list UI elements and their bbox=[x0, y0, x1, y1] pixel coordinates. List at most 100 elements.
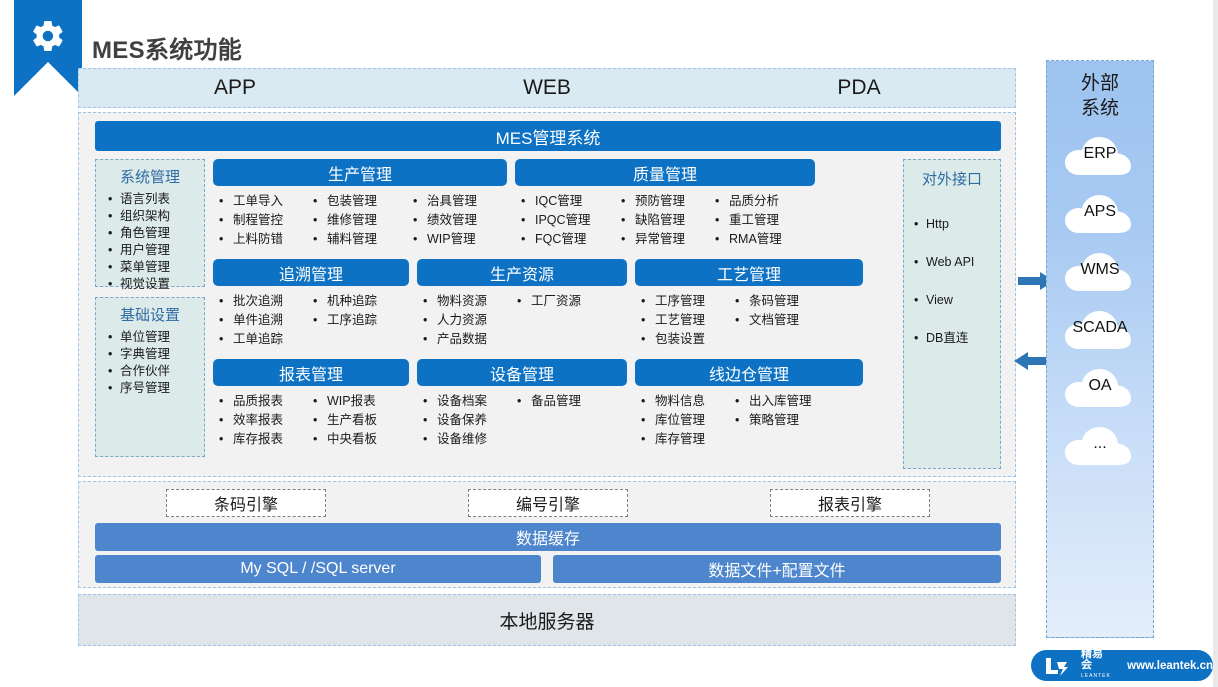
list-item[interactable]: 人力资源 bbox=[421, 311, 511, 330]
list-item[interactable]: 视觉设置 bbox=[100, 276, 200, 293]
module-quality-management[interactable]: 质量管理 IQC管理 IPQC管理 FQC管理 预防管理 缺陷管理 异常管理 bbox=[515, 159, 815, 249]
list-item[interactable]: DB直连 bbox=[908, 319, 996, 357]
list-item[interactable]: 物料信息 bbox=[639, 392, 729, 411]
list-item[interactable]: 批次追溯 bbox=[217, 292, 307, 311]
module-report-management[interactable]: 报表管理 品质报表 效率报表 库存报表 WIP报表 生产看板 中央看板 bbox=[213, 359, 409, 449]
list-item[interactable]: 工序追踪 bbox=[311, 311, 401, 330]
list-item[interactable]: 工艺管理 bbox=[639, 311, 729, 330]
side-list-basic: 单位管理 字典管理 合作伙伴 序号管理 bbox=[100, 329, 200, 397]
list-item[interactable]: 合作伙伴 bbox=[100, 363, 200, 380]
channel-pda[interactable]: PDA bbox=[837, 76, 881, 99]
list-item[interactable]: 预防管理 bbox=[619, 192, 709, 211]
list-item[interactable]: IQC管理 bbox=[519, 192, 615, 211]
list-item[interactable]: WIP管理 bbox=[411, 230, 501, 249]
list-item[interactable]: 缺陷管理 bbox=[619, 211, 709, 230]
list-item[interactable]: 制程管控 bbox=[217, 211, 307, 230]
list-item[interactable]: 重工管理 bbox=[713, 211, 809, 230]
leantek-brand-sub: LEANTEK bbox=[1081, 673, 1111, 679]
list-item[interactable]: 辅料管理 bbox=[311, 230, 407, 249]
list-item[interactable]: 设备档案 bbox=[421, 392, 511, 411]
list-item[interactable]: 物料资源 bbox=[421, 292, 511, 311]
list-item[interactable]: 语言列表 bbox=[100, 191, 200, 208]
list-item[interactable]: 用户管理 bbox=[100, 242, 200, 259]
list-item[interactable]: 工序管理 bbox=[639, 292, 729, 311]
engine-cell: 编号引擎 bbox=[397, 489, 699, 517]
cloud-icon bbox=[1065, 253, 1131, 291]
module-craft-management[interactable]: 工艺管理 工序管理 工艺管理 包装设置 条码管理 文档管理 bbox=[635, 259, 863, 349]
module-title-equipment: 设备管理 bbox=[417, 359, 627, 386]
list-item[interactable]: 效率报表 bbox=[217, 411, 307, 430]
list-item[interactable]: FQC管理 bbox=[519, 230, 615, 249]
list-item[interactable]: 条码管理 bbox=[733, 292, 823, 311]
list-item[interactable]: Web API bbox=[908, 243, 996, 281]
list-item[interactable]: WIP报表 bbox=[311, 392, 401, 411]
list-item[interactable]: 机种追踪 bbox=[311, 292, 401, 311]
list-item[interactable]: 工单追踪 bbox=[217, 330, 307, 349]
database-sql[interactable]: My SQL / /SQL server bbox=[95, 555, 541, 583]
list-item[interactable]: 库存管理 bbox=[639, 430, 729, 449]
cloud-label: WMS bbox=[1080, 261, 1120, 278]
list-item[interactable]: 品质报表 bbox=[217, 392, 307, 411]
list-item[interactable]: 包装设置 bbox=[639, 330, 729, 349]
list-item[interactable]: Http bbox=[908, 205, 996, 243]
module-production-management[interactable]: 生产管理 工单导入 制程管控 上料防错 包装管理 维修管理 辅料管理 bbox=[213, 159, 507, 249]
list-item[interactable]: 文档管理 bbox=[733, 311, 823, 330]
gear-icon bbox=[33, 21, 63, 51]
list-item[interactable]: 单件追溯 bbox=[217, 311, 307, 330]
list-item[interactable]: 上料防错 bbox=[217, 230, 307, 249]
list-item[interactable]: 工单导入 bbox=[217, 192, 307, 211]
list-item[interactable]: 出入库管理 bbox=[733, 392, 833, 411]
list-item[interactable]: IPQC管理 bbox=[519, 211, 615, 230]
list-item[interactable]: 设备保养 bbox=[421, 411, 511, 430]
module-equipment-management[interactable]: 设备管理 设备档案 设备保养 设备维修 备品管理 bbox=[417, 359, 627, 449]
list-item[interactable]: 产品数据 bbox=[421, 330, 511, 349]
list-item[interactable]: 备品管理 bbox=[515, 392, 605, 411]
module-trace-management[interactable]: 追溯管理 批次追溯 单件追溯 工单追踪 机种追踪 工序追踪 bbox=[213, 259, 409, 349]
list-item[interactable]: 角色管理 bbox=[100, 225, 200, 242]
left-side-column: 系统管理 语言列表 组织架构 角色管理 用户管理 菜单管理 视觉设置 基础设置 … bbox=[95, 159, 205, 469]
list-item[interactable]: View bbox=[908, 281, 996, 319]
side-box-system-management[interactable]: 系统管理 语言列表 组织架构 角色管理 用户管理 菜单管理 视觉设置 bbox=[95, 159, 205, 293]
list-item[interactable]: 异常管理 bbox=[619, 230, 709, 249]
list-item[interactable]: 维修管理 bbox=[311, 211, 407, 230]
local-server-bar: 本地服务器 bbox=[78, 594, 1016, 646]
engine-report[interactable]: 报表引擎 bbox=[770, 489, 930, 517]
list-item[interactable]: 包装管理 bbox=[311, 192, 407, 211]
list-item[interactable]: 生产看板 bbox=[311, 411, 401, 430]
side-list-system: 语言列表 组织架构 角色管理 用户管理 菜单管理 视觉设置 bbox=[100, 191, 200, 293]
cloud-wms[interactable]: WMS bbox=[1059, 247, 1141, 293]
list-item[interactable]: 策略管理 bbox=[733, 411, 833, 430]
cloud-more[interactable]: ... bbox=[1059, 421, 1141, 467]
channel-app[interactable]: APP bbox=[213, 76, 257, 99]
engine-barcode[interactable]: 条码引擎 bbox=[166, 489, 326, 517]
list-item[interactable]: 中央看板 bbox=[311, 430, 401, 449]
leantek-logo[interactable]: 精易会 LEANTEK www.leantek.cn bbox=[1031, 649, 1213, 681]
cloud-scada[interactable]: SCADA bbox=[1059, 305, 1141, 351]
cloud-erp[interactable]: ERP bbox=[1059, 131, 1141, 177]
cloud-oa[interactable]: OA bbox=[1059, 363, 1141, 409]
external-cloud-list: ERP APS WMS SCADA OA bbox=[1047, 131, 1153, 467]
list-item[interactable]: 工厂资源 bbox=[515, 292, 605, 311]
list-item[interactable]: 字典管理 bbox=[100, 346, 200, 363]
list-item[interactable]: 库位管理 bbox=[639, 411, 729, 430]
list-item[interactable]: 单位管理 bbox=[100, 329, 200, 346]
external-interface-box[interactable]: 对外接口 Http Web API View DB直连 bbox=[903, 159, 1001, 469]
side-box-basic-settings[interactable]: 基础设置 单位管理 字典管理 合作伙伴 序号管理 bbox=[95, 297, 205, 457]
module-production-resource[interactable]: 生产资源 物料资源 人力资源 产品数据 工厂资源 bbox=[417, 259, 627, 349]
list-item[interactable]: 库存报表 bbox=[217, 430, 307, 449]
list-item[interactable]: 品质分析 bbox=[713, 192, 809, 211]
database-files[interactable]: 数据文件+配置文件 bbox=[553, 555, 1001, 583]
list-item[interactable]: RMA管理 bbox=[713, 230, 809, 249]
cloud-aps[interactable]: APS bbox=[1059, 189, 1141, 235]
cloud-icon bbox=[1065, 311, 1131, 349]
list-item[interactable]: 菜单管理 bbox=[100, 259, 200, 276]
module-title-lineside: 线边仓管理 bbox=[635, 359, 863, 386]
engine-numbering[interactable]: 编号引擎 bbox=[468, 489, 628, 517]
list-item[interactable]: 设备维修 bbox=[421, 430, 511, 449]
list-item[interactable]: 治具管理 bbox=[411, 192, 501, 211]
list-item[interactable]: 序号管理 bbox=[100, 380, 200, 397]
module-lineside-warehouse[interactable]: 线边仓管理 物料信息 库位管理 库存管理 出入库管理 策略管理 bbox=[635, 359, 863, 449]
channel-web[interactable]: WEB bbox=[523, 76, 571, 99]
list-item[interactable]: 组织架构 bbox=[100, 208, 200, 225]
list-item[interactable]: 绩效管理 bbox=[411, 211, 501, 230]
